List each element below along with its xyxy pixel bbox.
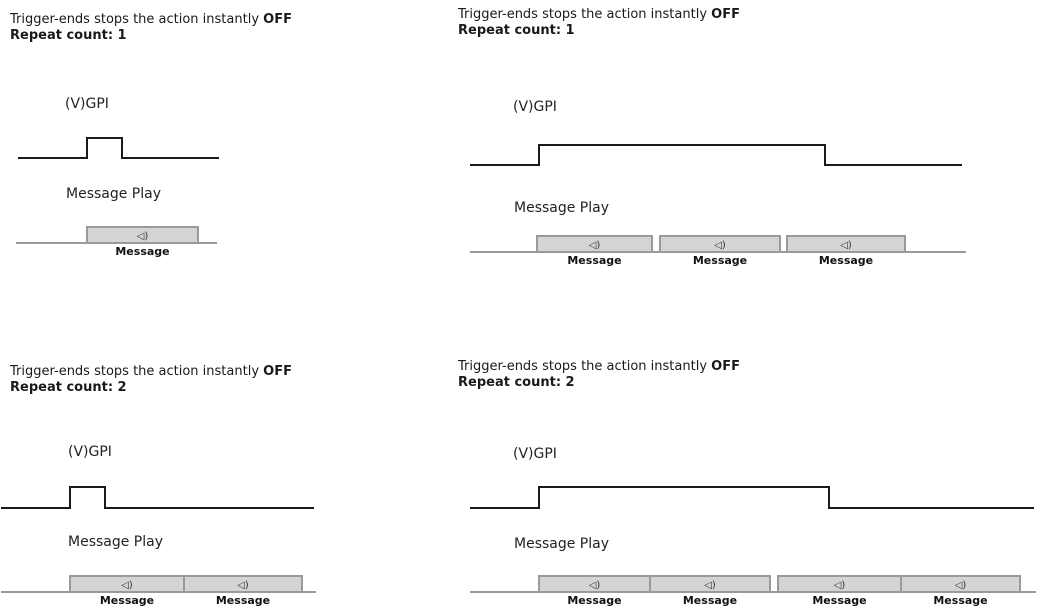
header-state: OFF <box>711 7 740 22</box>
speaker-icon: ◁) <box>137 231 149 242</box>
message-label: Message <box>115 245 169 258</box>
header-state: OFF <box>263 12 292 27</box>
message-label: Message <box>683 594 737 607</box>
message-label: Message <box>216 594 270 607</box>
message-label: Message <box>812 594 866 607</box>
speaker-icon: ◁) <box>237 580 249 591</box>
message-play-track: ◁) Message ◁) Message ◁) Message <box>470 235 966 267</box>
speaker-icon: ◁) <box>121 580 133 591</box>
gpi-label: (V)GPI <box>513 99 557 115</box>
repeat-count-label: Repeat count: 2 <box>10 380 127 395</box>
message-label: Message <box>933 594 987 607</box>
speaker-icon: ◁) <box>589 240 601 251</box>
gpi-label: (V)GPI <box>68 444 112 460</box>
gpi-signal-line <box>470 144 962 166</box>
message-play-label: Message Play <box>66 186 162 202</box>
gpi-signal-line <box>470 486 1034 509</box>
panel-header: Trigger-ends stops the action instantly … <box>10 364 292 396</box>
speaker-icon: ◁) <box>840 240 852 251</box>
message-block <box>786 235 906 253</box>
header-state: OFF <box>263 364 292 379</box>
speaker-icon: ◁) <box>589 580 601 591</box>
message-block <box>183 575 303 593</box>
header-state: OFF <box>711 359 740 374</box>
repeat-count-label: Repeat count: 1 <box>10 28 127 43</box>
message-block <box>86 226 199 244</box>
speaker-icon: ◁) <box>955 580 967 591</box>
message-play-label: Message Play <box>514 200 610 216</box>
panel-header: Trigger-ends stops the action instantly … <box>458 7 740 39</box>
speaker-icon: ◁) <box>704 580 716 591</box>
message-label: Message <box>567 254 621 267</box>
message-play-track: ◁) Message <box>16 226 217 258</box>
header-text: Trigger-ends stops the action instantly <box>10 364 264 379</box>
message-play-track: ◁) Message ◁) Message <box>1 575 316 607</box>
message-block <box>659 235 781 253</box>
speaker-icon: ◁) <box>834 580 846 591</box>
message-block <box>649 575 771 593</box>
message-play-label: Message Play <box>514 536 610 552</box>
gpi-signal-line <box>18 137 219 159</box>
message-block <box>900 575 1021 593</box>
gpi-label: (V)GPI <box>65 96 109 112</box>
header-text: Trigger-ends stops the action instantly <box>458 359 712 374</box>
message-play-track: ◁) Message ◁) Message ◁) Message ◁) Message <box>470 575 1036 607</box>
header-text: Trigger-ends stops the action instantly <box>458 7 712 22</box>
message-play-label: Message Play <box>68 534 164 550</box>
speaker-icon: ◁) <box>714 240 726 251</box>
gpi-signal-line <box>1 486 314 509</box>
gpi-label: (V)GPI <box>513 446 557 462</box>
panel-header: Trigger-ends stops the action instantly … <box>10 12 292 44</box>
repeat-count-label: Repeat count: 1 <box>458 23 575 38</box>
message-label: Message <box>100 594 154 607</box>
panel-header: Trigger-ends stops the action instantly … <box>458 359 740 391</box>
message-block <box>536 235 653 253</box>
message-label: Message <box>567 594 621 607</box>
message-label: Message <box>819 254 873 267</box>
header-text: Trigger-ends stops the action instantly <box>10 12 264 27</box>
message-label: Message <box>693 254 747 267</box>
repeat-count-label: Repeat count: 2 <box>458 375 575 390</box>
